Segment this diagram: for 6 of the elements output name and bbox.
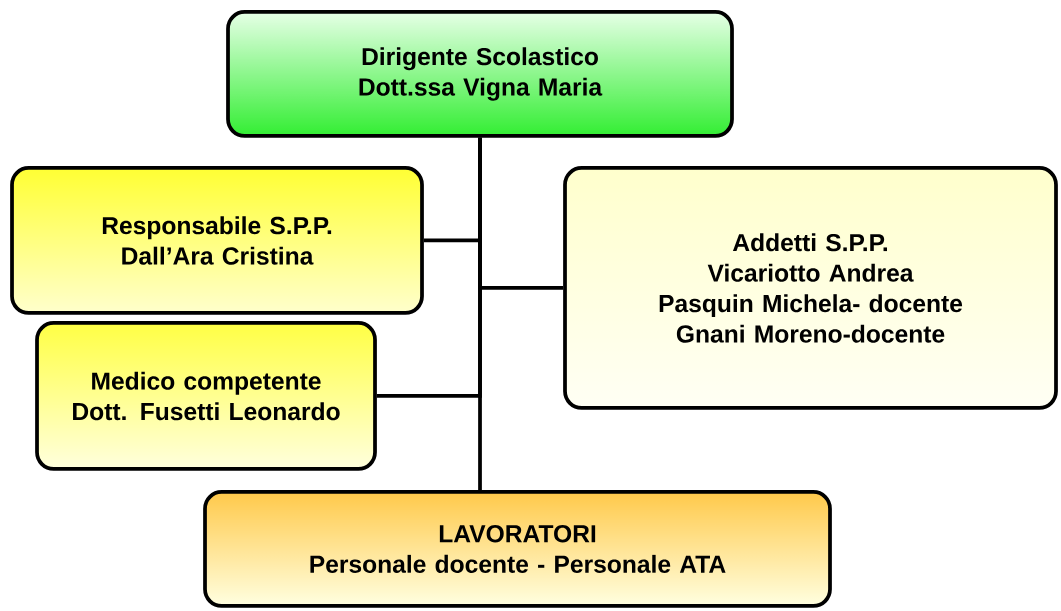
connector-line xyxy=(478,137,482,491)
org-box: Responsabile S.P.P. Dall’Ara Cristina xyxy=(10,166,424,315)
org-box: Medico competente Dott. Fusetti Leonardo xyxy=(35,321,377,471)
org-box: LAVORATORI Personale docente - Personale ATA xyxy=(203,490,832,608)
org-box: Addetti S.P.P. Vicariotto Andrea Pasquin Michela- docente Gnani Moreno-docente xyxy=(563,166,1058,410)
org-box: Dirigente Scolastico Dott.ssa Vigna Maria xyxy=(226,10,734,138)
